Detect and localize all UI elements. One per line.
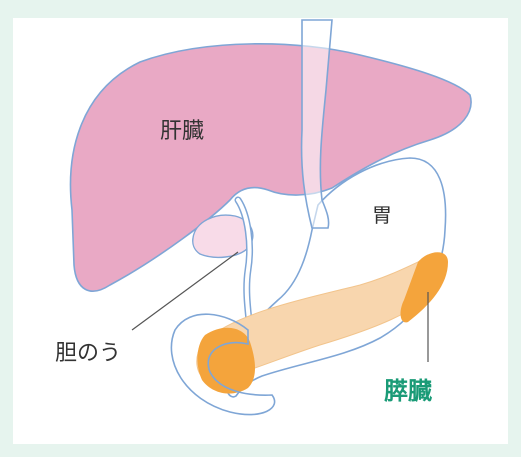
gallbladder-leader-line	[132, 252, 238, 330]
gallbladder-label: 胆のう	[55, 341, 121, 366]
stomach-label: 胃	[372, 203, 392, 227]
liver-label: 肝臓	[160, 119, 204, 144]
pancreas-head	[197, 328, 255, 394]
pancreas-label: 膵臓	[384, 377, 432, 405]
